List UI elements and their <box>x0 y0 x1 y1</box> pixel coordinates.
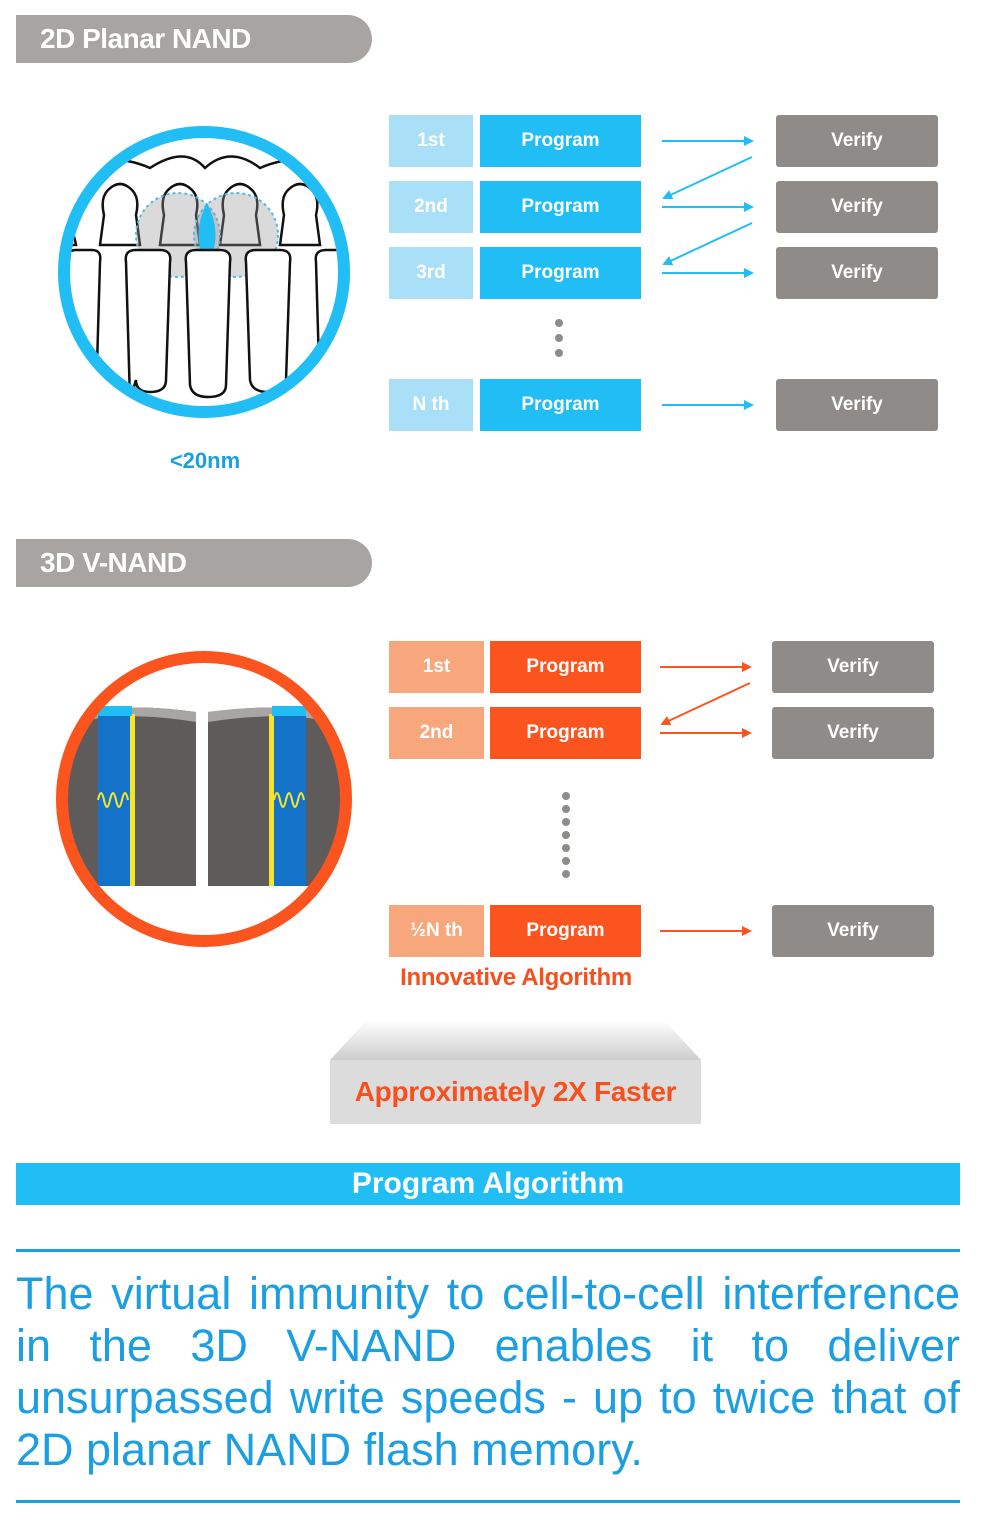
charge-trap-graphic <box>62 706 346 886</box>
program-box: Program <box>480 379 641 431</box>
speed-callout: Approximately 2X Faster <box>330 1060 701 1124</box>
vnand-cell-illustration <box>56 651 352 947</box>
program-box: Program <box>480 115 641 167</box>
ellipsis-dot <box>562 818 570 826</box>
verify-box: Verify <box>776 379 938 431</box>
step-label: 3rd <box>389 247 473 299</box>
section-title-2d: 2D Planar NAND <box>16 15 372 63</box>
speed-callout-shadow <box>330 1020 701 1060</box>
ellipsis-dot <box>562 831 570 839</box>
ellipsis-dot <box>562 870 570 878</box>
section-title-3d: 3D V-NAND <box>16 539 372 587</box>
planar-cell-illustration <box>58 126 350 418</box>
ellipsis-dot <box>562 805 570 813</box>
magnifier-ring-3d <box>56 651 352 947</box>
scale-label: <20nm <box>169 448 241 473</box>
ellipsis-dot <box>562 844 570 852</box>
ellipsis-dot <box>555 349 563 357</box>
divider-bottom <box>16 1500 960 1503</box>
program-box: Program <box>480 247 641 299</box>
cell-array-graphic <box>64 155 344 401</box>
ellipsis-dot <box>555 319 563 327</box>
verify-box: Verify <box>772 905 934 957</box>
program-box: Program <box>480 181 641 233</box>
step-label: 2nd <box>389 707 484 759</box>
caption-text: The virtual immunity to cell-to-cell int… <box>16 1268 960 1475</box>
magnifier-ring-2d <box>58 126 350 418</box>
verify-box: Verify <box>776 247 938 299</box>
verify-box: Verify <box>772 707 934 759</box>
verify-box: Verify <box>772 641 934 693</box>
step-label: 1st <box>389 115 473 167</box>
program-algorithm-banner: Program Algorithm <box>16 1163 960 1205</box>
program-box: Program <box>490 641 641 693</box>
step-label: ½N th <box>389 905 484 957</box>
algorithm-label: Innovative Algorithm <box>400 964 632 991</box>
ellipsis-dot <box>555 334 563 342</box>
step-label: 1st <box>389 641 484 693</box>
ellipsis-dot <box>562 792 570 800</box>
step-label: N th <box>389 379 473 431</box>
program-box: Program <box>490 905 641 957</box>
step-label: 2nd <box>389 181 473 233</box>
verify-box: Verify <box>776 181 938 233</box>
divider-top <box>16 1249 960 1252</box>
ellipsis-dot <box>562 857 570 865</box>
verify-box: Verify <box>776 115 938 167</box>
program-box: Program <box>490 707 641 759</box>
flow-arrows-2d <box>660 136 754 936</box>
